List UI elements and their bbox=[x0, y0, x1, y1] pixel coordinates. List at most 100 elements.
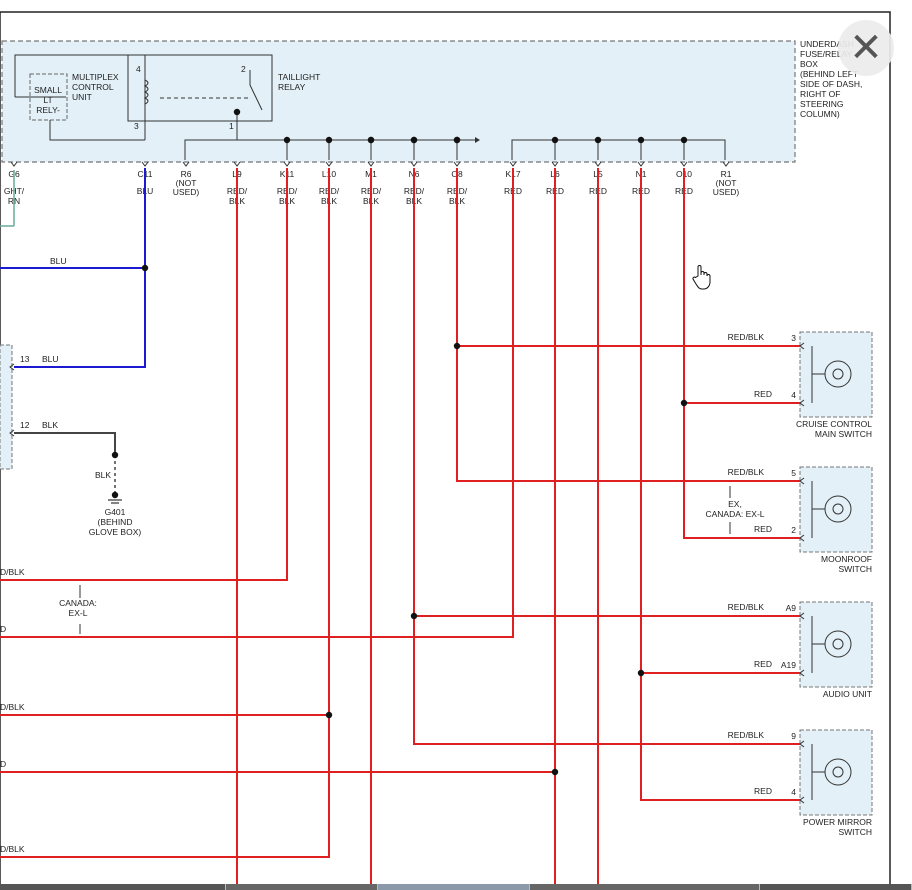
edge-wire-label: D bbox=[0, 759, 6, 769]
relay-switch bbox=[249, 70, 263, 111]
multiplex-inner-label: RELY- bbox=[36, 105, 60, 115]
switch-pin: 9 bbox=[791, 731, 796, 741]
connector-tick bbox=[141, 161, 149, 167]
red-wire-k11 bbox=[0, 168, 288, 581]
red-wire-l10 bbox=[0, 168, 330, 858]
switch-pin: 4 bbox=[791, 390, 796, 400]
connector-label-r1: USED) bbox=[713, 187, 740, 197]
splice-dot bbox=[453, 136, 461, 144]
connector-tick bbox=[325, 161, 333, 167]
fuse-box-label: STEERING bbox=[800, 99, 843, 109]
cruise-switch-symbol bbox=[832, 368, 844, 380]
fuse-box-label: (BEHIND LEFT bbox=[800, 69, 858, 79]
multiplex-label: UNIT bbox=[72, 92, 92, 102]
moonroof-switch-symbol bbox=[832, 503, 844, 515]
switch-wire-color: RED/BLK bbox=[728, 467, 765, 477]
red-wire-n1 bbox=[640, 168, 800, 801]
splice-dot bbox=[367, 136, 375, 144]
switch-pin: A9 bbox=[786, 603, 797, 613]
splice-dot bbox=[410, 612, 418, 620]
connector-tick bbox=[10, 161, 18, 167]
fuse-box-label: BOX bbox=[800, 59, 818, 69]
wire-color-blu: BLU bbox=[42, 354, 59, 364]
connector-tick bbox=[722, 161, 730, 167]
audio-switch-symbol bbox=[832, 638, 844, 650]
splice-dot bbox=[111, 491, 119, 499]
edge-wire-label: D/BLK bbox=[0, 567, 25, 577]
relay-contact bbox=[233, 108, 241, 116]
canada-ex-l-note: CANADA: bbox=[59, 598, 97, 608]
audio-switch-box bbox=[799, 601, 873, 688]
cruise-switch-box bbox=[799, 331, 873, 418]
switch-pin: 2 bbox=[791, 525, 796, 535]
moonroof-note: CANADA: EX-L bbox=[705, 509, 764, 519]
splice-dot bbox=[111, 451, 119, 459]
relay-pin: 1 bbox=[229, 121, 234, 131]
mirror-switch-box bbox=[799, 729, 873, 816]
connector-tick bbox=[799, 740, 805, 748]
relay-pin: 4 bbox=[136, 64, 141, 74]
cruise-switch-label: CRUISE CONTROL bbox=[796, 419, 872, 429]
fuse-box-label: SIDE OF DASH, bbox=[800, 79, 862, 89]
mirror-switch-symbol bbox=[832, 766, 844, 778]
hand-cursor-icon bbox=[692, 265, 711, 290]
diagram-frame bbox=[0, 11, 891, 890]
switch-pin: 4 bbox=[791, 787, 796, 797]
ground-g401-label: GLOVE BOX) bbox=[89, 527, 142, 537]
blue-wire-c11 bbox=[14, 168, 146, 368]
connector-tick bbox=[9, 429, 15, 437]
splice-dot bbox=[141, 264, 149, 272]
connector-tick bbox=[182, 161, 190, 167]
splice-dot bbox=[325, 711, 333, 719]
splice-dot bbox=[551, 768, 559, 776]
relay-pin: 3 bbox=[134, 121, 139, 131]
bottom-toolbar bbox=[0, 884, 912, 890]
switch-wire-color: RED/BLK bbox=[728, 730, 765, 740]
close-button[interactable]: ✕ bbox=[838, 20, 894, 76]
switch-pin: 5 bbox=[791, 468, 796, 478]
multiplex-wire bbox=[49, 120, 145, 141]
multiplex-inner-label: SMALL bbox=[34, 85, 62, 95]
connector-tick bbox=[799, 534, 805, 542]
bus-dot bbox=[551, 136, 559, 144]
left-component bbox=[0, 344, 13, 470]
red-wire-n6 bbox=[413, 168, 800, 745]
connector-tick bbox=[233, 161, 241, 167]
underdash-fuse-box bbox=[1, 40, 796, 163]
wire-color-blu: BLU bbox=[50, 256, 67, 266]
bus-arrow bbox=[475, 137, 480, 143]
edge-wire-label: D/BLK bbox=[0, 702, 25, 712]
fuse-box-label: RIGHT OF bbox=[800, 89, 840, 99]
connector-tick bbox=[367, 161, 375, 167]
connector-tick bbox=[509, 161, 517, 167]
switch-wire-color: RED/BLK bbox=[728, 332, 765, 342]
fuse-bus bbox=[184, 139, 475, 160]
ground-g401-label: G401 bbox=[105, 507, 126, 517]
bus-dot bbox=[594, 136, 602, 144]
taillight-relay-box bbox=[127, 54, 273, 122]
connector-label-r1: R1 bbox=[721, 169, 732, 179]
connector-tick bbox=[637, 161, 645, 167]
taillight-relay-label: RELAY bbox=[278, 82, 306, 92]
splice-dot bbox=[680, 399, 688, 407]
connector-tick bbox=[551, 161, 559, 167]
switch-wire-color: RED/BLK bbox=[728, 602, 765, 612]
switch-wire-color: RED bbox=[754, 659, 772, 669]
cruise-switch-label: MAIN SWITCH bbox=[815, 429, 872, 439]
connector-tick bbox=[799, 669, 805, 677]
close-icon: ✕ bbox=[849, 25, 883, 71]
edge-wire-label: D bbox=[0, 624, 6, 634]
moonroof-note: EX, bbox=[728, 499, 742, 509]
fuse-bus bbox=[511, 139, 726, 160]
connector-tick bbox=[799, 342, 805, 350]
bus-dot bbox=[283, 136, 291, 144]
audio-switch-label: AUDIO UNIT bbox=[823, 689, 872, 699]
splice-dot bbox=[410, 136, 418, 144]
relay-coil bbox=[143, 79, 149, 105]
connector-tick bbox=[799, 612, 805, 620]
edge-wire-label: D/BLK bbox=[0, 844, 25, 854]
switch-pin: 3 bbox=[791, 333, 796, 343]
connector-tick bbox=[680, 161, 688, 167]
wire-color-blk: BLK bbox=[95, 470, 111, 480]
